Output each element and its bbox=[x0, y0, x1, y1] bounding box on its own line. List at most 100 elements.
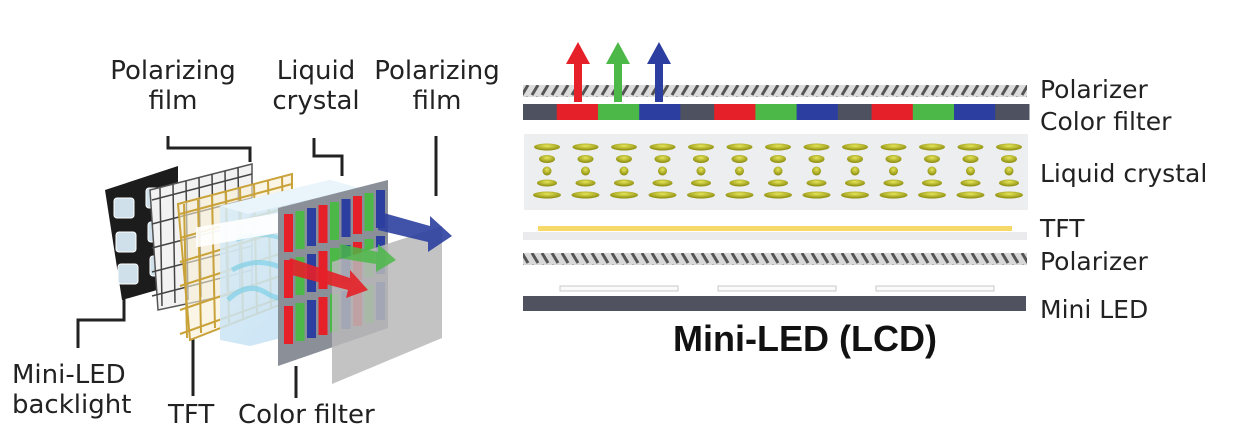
lc-molecule bbox=[962, 155, 979, 163]
lc-molecule bbox=[841, 191, 869, 199]
lc-molecule bbox=[842, 143, 868, 151]
cf-subpixel-blue bbox=[307, 300, 316, 338]
lc-molecule bbox=[966, 166, 975, 176]
lc-molecule bbox=[879, 191, 908, 199]
polarizer-grid-line bbox=[172, 184, 176, 304]
color-filter-cell-blue bbox=[954, 104, 996, 120]
label-line: backlight bbox=[12, 390, 132, 420]
color-filter-cell-red bbox=[556, 104, 599, 120]
layer-label-mini-led: Mini LED bbox=[1040, 295, 1149, 324]
color-filter-cell-green bbox=[597, 104, 640, 120]
lc-molecule bbox=[575, 179, 596, 187]
red-arrow-head bbox=[566, 42, 590, 64]
tft-grid-line bbox=[183, 203, 188, 339]
output-light-arrows bbox=[288, 212, 452, 298]
lc-molecule bbox=[770, 155, 786, 163]
color-filter-cell-black bbox=[995, 104, 1030, 120]
green-light-arrow bbox=[338, 244, 396, 272]
leader-line-mini-led bbox=[76, 296, 126, 348]
lc-molecule bbox=[731, 155, 748, 163]
exploded-lcd-diagram bbox=[76, 136, 452, 398]
label-polarizing-film-front: Polarizing film bbox=[362, 56, 512, 116]
cf-subpixel-red bbox=[284, 214, 293, 252]
lc-molecule bbox=[688, 143, 714, 151]
mini-led-chip bbox=[875, 285, 995, 292]
cf-subpixel-green bbox=[364, 193, 374, 231]
color-filter-cell-black bbox=[523, 104, 558, 120]
lc-molecule bbox=[924, 155, 940, 163]
lc-molecule bbox=[957, 143, 984, 151]
liquid-crystal-molecules bbox=[533, 143, 1023, 199]
cf-subpixel-green bbox=[295, 303, 305, 341]
color-filter-strip bbox=[523, 104, 1030, 120]
blue-arrow-head bbox=[647, 42, 671, 64]
cf-subpixel-red bbox=[284, 260, 293, 298]
polarizer-grid-line bbox=[151, 173, 253, 201]
lc-molecule bbox=[1001, 155, 1017, 163]
lc-molecule bbox=[729, 179, 750, 187]
label-line: Mini-LED bbox=[12, 360, 126, 390]
lc-molecule bbox=[996, 143, 1022, 151]
color-filter-cell-blue bbox=[796, 104, 839, 120]
red-light-arrow bbox=[288, 258, 368, 298]
tft-grid-line bbox=[211, 195, 216, 329]
lc-molecule bbox=[693, 155, 709, 163]
lc-molecule bbox=[918, 191, 946, 199]
lc-molecule bbox=[768, 179, 788, 187]
label-line: film bbox=[412, 86, 462, 116]
lc-molecule bbox=[812, 166, 821, 176]
mini-led-chip bbox=[717, 285, 837, 292]
lc-molecule bbox=[885, 155, 902, 163]
lc-molecule bbox=[808, 155, 825, 163]
lc-molecule bbox=[735, 166, 744, 176]
mini-led-segments bbox=[559, 285, 995, 292]
lc-molecule bbox=[611, 143, 637, 151]
cf-subpixel-blue bbox=[376, 190, 385, 228]
tft-substrate bbox=[523, 232, 1027, 240]
lc-molecule bbox=[919, 143, 945, 151]
lc-molecule bbox=[883, 179, 904, 187]
color-filter-cell-black bbox=[680, 104, 715, 120]
lc-molecule bbox=[803, 143, 830, 151]
lc-molecule bbox=[652, 179, 673, 187]
blue-output-arrow bbox=[647, 42, 671, 102]
lc-molecule bbox=[687, 191, 715, 199]
mini-led-bar bbox=[523, 296, 1026, 311]
lc-molecule bbox=[726, 143, 753, 151]
polarizer-grid-line bbox=[159, 187, 163, 307]
tft-grid-line bbox=[197, 199, 202, 334]
lc-molecule bbox=[999, 179, 1019, 187]
lc-molecule bbox=[533, 191, 561, 199]
lc-molecule bbox=[539, 155, 555, 163]
green-arrow-shaft bbox=[614, 60, 622, 102]
output-arrows bbox=[566, 42, 671, 102]
lc-molecule bbox=[649, 143, 676, 151]
cf-subpixel-red bbox=[318, 297, 328, 335]
color-filter-cell-green bbox=[755, 104, 798, 120]
bottom-polarizer-layer bbox=[523, 253, 1027, 265]
lc-molecule bbox=[927, 166, 937, 176]
lc-molecule bbox=[960, 179, 981, 187]
lc-molecule bbox=[765, 143, 791, 151]
label-mini-led-backlight: Mini-LED backlight bbox=[12, 360, 131, 420]
layer-label-tft: TFT bbox=[1040, 214, 1085, 243]
lc-molecule bbox=[1004, 166, 1014, 176]
color-filter-cell-blue bbox=[639, 104, 681, 120]
lc-molecule bbox=[614, 179, 634, 187]
lc-molecule bbox=[572, 143, 599, 151]
layer-label-polarizer-top: Polarizer bbox=[1040, 75, 1148, 104]
label-color-filter: Color filter bbox=[238, 400, 375, 430]
color-filter-cell-green bbox=[912, 104, 955, 120]
blue-arrow-shaft bbox=[655, 60, 663, 102]
mini-led-chip bbox=[559, 285, 679, 292]
lc-molecule bbox=[581, 166, 590, 176]
cf-subpixel-blue bbox=[341, 199, 351, 237]
top-polarizer-layer bbox=[523, 85, 1027, 97]
blue-light-arrow bbox=[378, 212, 452, 252]
color-filter-cell-black bbox=[837, 104, 873, 120]
label-line: Polarizing bbox=[374, 56, 500, 86]
leader-line-liquid-crystal bbox=[312, 138, 344, 176]
lc-molecule bbox=[577, 155, 594, 163]
cf-subpixel-red bbox=[318, 205, 328, 243]
